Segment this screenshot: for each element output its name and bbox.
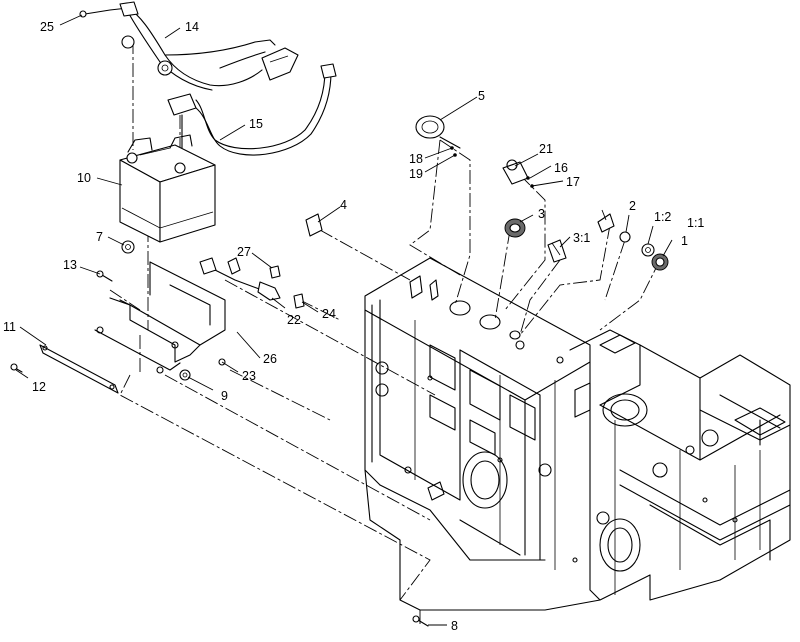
assembly-phantom-lines [109,40,661,625]
callout-1: 1 [681,234,688,248]
switch-components [305,115,669,271]
callout-15: 15 [249,117,263,131]
small-hardware [10,240,429,627]
callout-3: 3 [538,207,545,221]
battery [119,134,216,243]
battery-cable [167,63,337,156]
battery-tray [94,261,226,374]
callout-25: 25 [40,20,54,34]
callout-4: 4 [340,198,347,212]
battery-harness [79,1,299,91]
callout-16: 16 [554,161,568,175]
callout-10: 10 [77,171,91,185]
callout-5: 5 [478,89,485,103]
callout-13: 13 [63,258,77,272]
callout-22: 22 [287,313,301,327]
leader-lines [15,14,673,626]
callout-3-1: 3:1 [573,231,590,245]
hold-down-strap [39,344,119,394]
callout-19: 19 [409,167,423,181]
callout-14: 14 [185,20,199,34]
callout-18: 18 [409,152,423,166]
callout-labels: 1 1:1 1:2 2 3 3:1 4 5 7 8 9 10 11 12 13 … [3,20,704,633]
callout-26: 26 [263,352,277,366]
callout-1-1: 1:1 [687,216,704,230]
callout-21: 21 [539,142,553,156]
callout-8: 8 [451,619,458,633]
callout-27: 27 [237,245,251,259]
relay-assembly [199,257,305,309]
callout-17: 17 [566,175,580,189]
callout-24: 24 [322,307,336,321]
callout-1-2: 1:2 [654,210,671,224]
callout-11: 11 [3,320,16,334]
frame-assembly [364,257,791,611]
callout-12: 12 [32,380,46,394]
callout-9: 9 [221,389,228,403]
callout-7: 7 [96,230,103,244]
callout-23: 23 [242,369,256,383]
callout-2: 2 [629,199,636,213]
